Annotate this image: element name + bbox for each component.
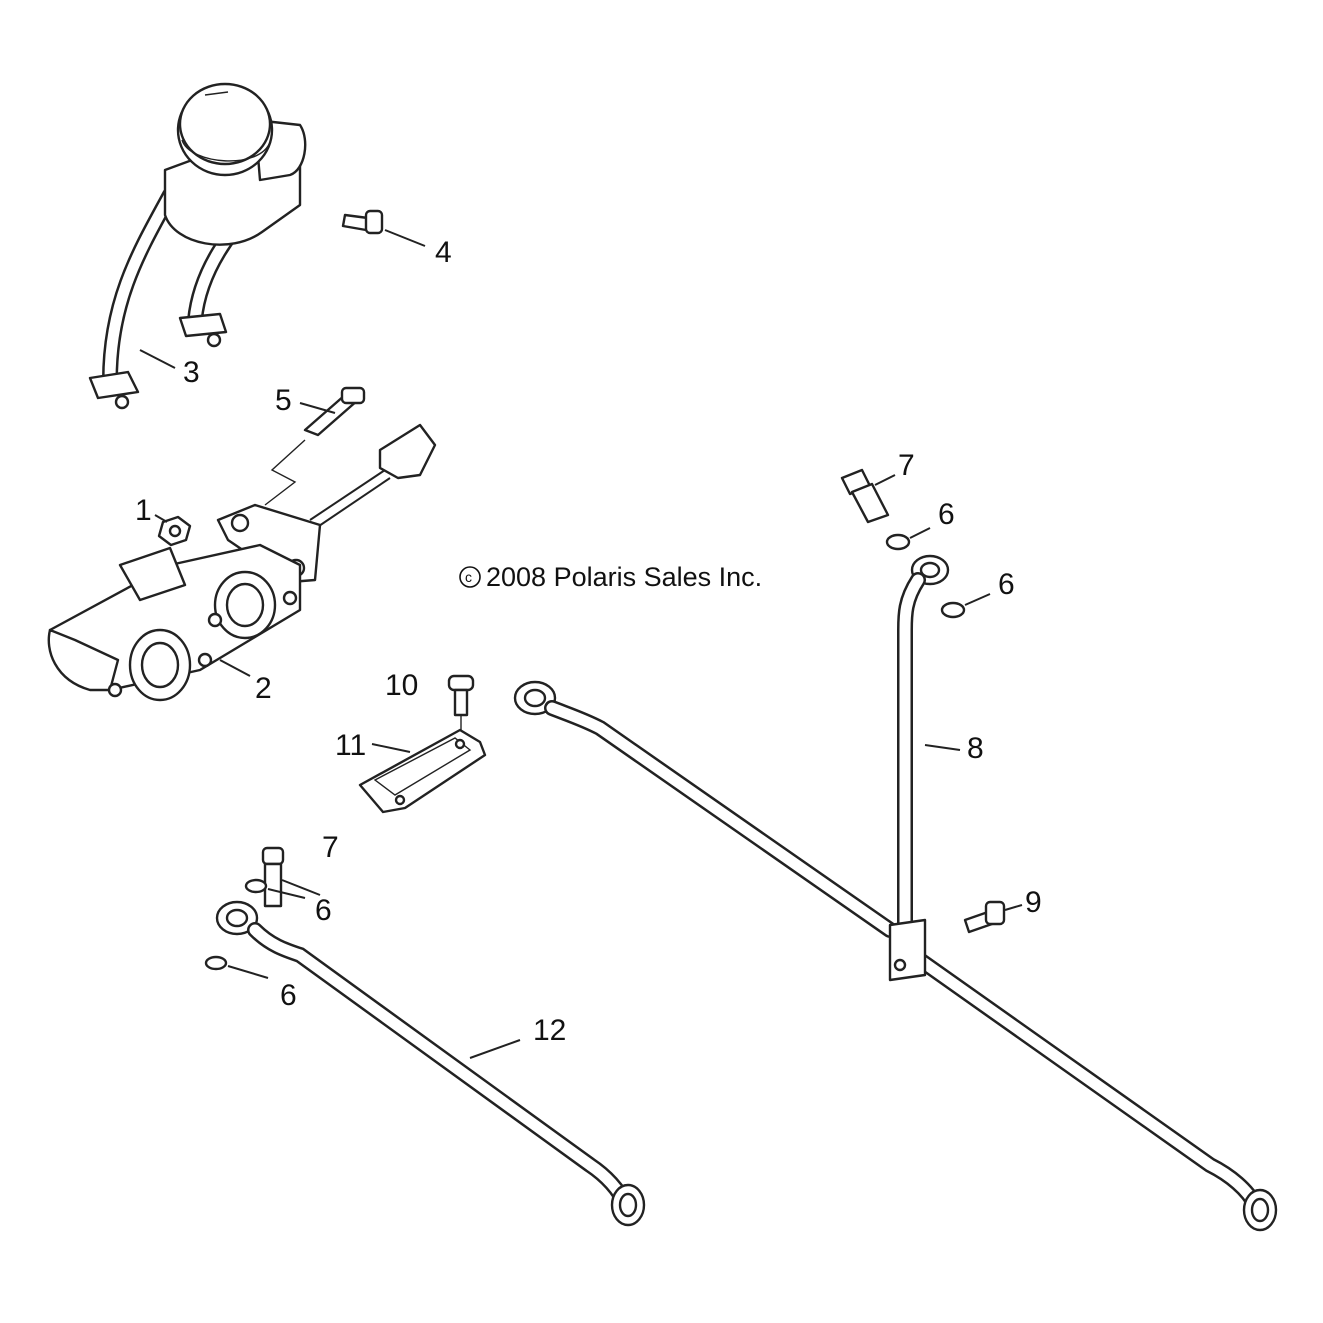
callout-10: 10 (385, 669, 418, 702)
callout-1: 1 (135, 494, 152, 527)
part-6-washer-left-top (244, 878, 306, 899)
callout-12: 12 (533, 1014, 566, 1047)
callout-6-left-bottom: 6 (280, 979, 297, 1012)
callout-2: 2 (255, 672, 272, 705)
part-1-nut (154, 514, 192, 547)
part-6-washer-right-bottom (940, 593, 991, 619)
callout-6-left-top: 6 (315, 894, 332, 927)
callout-7-right: 7 (898, 449, 915, 482)
callout-11: 11 (335, 729, 366, 762)
part-7-bolt-left (261, 846, 321, 908)
callout-8: 8 (967, 732, 984, 765)
part-11-bracket (358, 728, 487, 814)
part-8-brake-line-tee (513, 554, 1278, 1232)
copyright-symbol: c (465, 569, 472, 585)
part-4-bolt (341, 209, 426, 247)
part-6-washer-left-bottom (204, 955, 269, 979)
part-5-bolt (264, 386, 366, 506)
part-9-banjo-bolt (963, 900, 1023, 934)
part-7-bolt-right (840, 468, 896, 524)
copyright-text: 2008 Polaris Sales Inc. (486, 562, 762, 592)
callout-9: 9 (1025, 886, 1042, 919)
callout-6-right-bottom: 6 (998, 568, 1015, 601)
callout-4: 4 (435, 236, 452, 269)
callout-6-right-top: 6 (938, 498, 955, 531)
copyright-notice: c 2008 Polaris Sales Inc. (459, 562, 762, 592)
callout-7-left: 7 (322, 831, 339, 864)
callout-5: 5 (275, 384, 292, 417)
part-12-brake-line (215, 900, 646, 1227)
part-10-bolt (447, 674, 475, 740)
part-6-washer-right-top (885, 527, 931, 551)
leader-lines (139, 349, 251, 677)
callout-3: 3 (183, 356, 200, 389)
copyright-circle-icon (459, 566, 481, 588)
brake-fluid-reservoir (88, 82, 307, 410)
master-cylinder (47, 423, 437, 702)
